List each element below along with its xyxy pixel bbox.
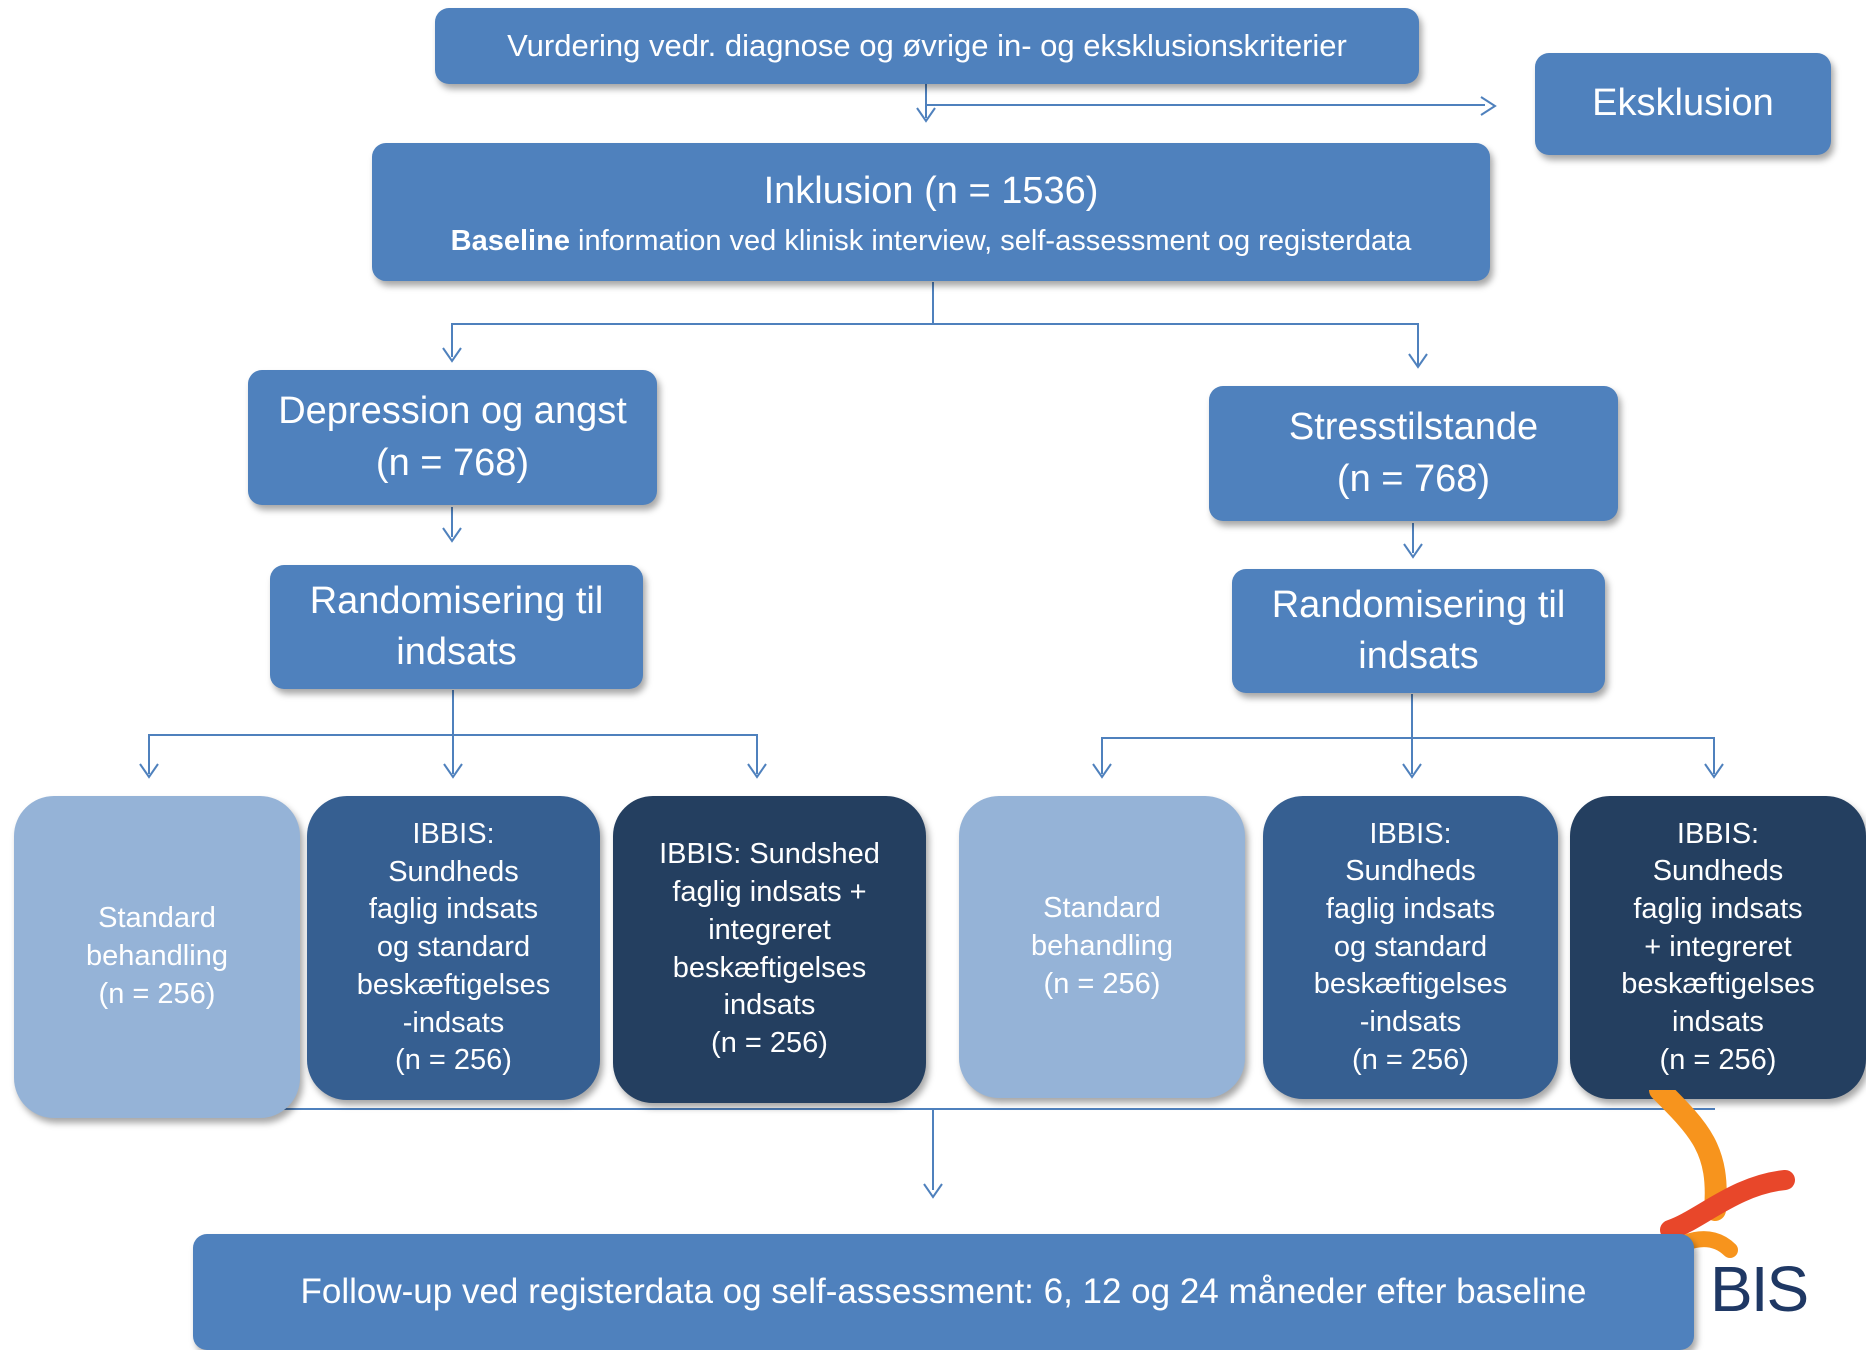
- box-line: og standard: [376, 931, 531, 964]
- randomisation-left-box: Randomisering til indsats: [270, 565, 643, 689]
- box-line: (n = 256): [1043, 967, 1161, 1000]
- box-line: (n = 256): [98, 977, 216, 1010]
- followup-box: Follow-up ved registerdata og self-asses…: [193, 1234, 1694, 1350]
- connector: [1411, 694, 1413, 774]
- box-line: IBBIS:: [412, 818, 495, 851]
- box-line: Sundheds: [1652, 855, 1784, 888]
- evaluation-box: Vurdering vedr. diagnose og øvrige in- o…: [435, 8, 1419, 84]
- box-line: Sundheds: [1345, 855, 1476, 888]
- box-line: beskæftigelses: [356, 968, 551, 1001]
- box-line: IBBIS:: [1369, 817, 1452, 850]
- box-line: IBBIS: Sundshed: [659, 838, 880, 871]
- box-line: indsats: [396, 631, 517, 673]
- followup-text: Follow-up ved registerdata og self-asses…: [300, 1272, 1587, 1311]
- arrow-right-icon: [1480, 96, 1497, 116]
- connector: [148, 734, 150, 774]
- box-line: Randomisering til: [309, 579, 604, 622]
- inclusion-subtitle-rest: information ved klinisk interview, self-…: [569, 225, 1412, 258]
- box-line: -indsats: [402, 1006, 505, 1039]
- box-line: Depression og angst: [278, 390, 627, 433]
- connector: [932, 1108, 934, 1190]
- box-line: beskæftigelses: [1313, 968, 1508, 1001]
- box-line: faglig indsats: [368, 893, 539, 926]
- arrow-down-icon: [443, 763, 463, 779]
- connector: [925, 84, 927, 118]
- arm-standard-right: Standard behandling (n = 256): [959, 796, 1245, 1098]
- arrow-down-icon: [1704, 763, 1724, 779]
- arrow-down-icon: [139, 763, 159, 779]
- box-line: Randomisering til: [1271, 583, 1566, 626]
- box-line: Stresstilstande: [1288, 406, 1539, 449]
- box-line: Sundheds: [388, 855, 519, 888]
- exclusion-box: Eksklusion: [1535, 53, 1831, 155]
- arm-ibbis-integrated-right: IBBIS: Sundheds faglig indsats + integre…: [1570, 796, 1866, 1099]
- arm-ibbis-integrated-left: IBBIS: Sundshed faglig indsats + integre…: [613, 796, 926, 1103]
- box-line: + integreret: [1644, 930, 1792, 963]
- connector: [756, 734, 758, 774]
- box-line: faglig indsats: [1325, 892, 1496, 925]
- box-line: (n = 256): [1659, 1043, 1777, 1076]
- box-line: behandling: [1031, 930, 1173, 963]
- connector: [1713, 737, 1715, 774]
- inclusion-subtitle: Baseline information ved klinisk intervi…: [451, 225, 1412, 258]
- box-line: beskæftigelses: [672, 951, 867, 984]
- box-line: indsats: [723, 989, 816, 1022]
- arrow-down-icon: [1408, 353, 1428, 369]
- randomisation-right-box: Randomisering til indsats: [1232, 569, 1605, 693]
- logo-text: BIS: [1710, 1253, 1809, 1325]
- inclusion-title: Inklusion (n = 1536): [763, 169, 1099, 212]
- arrow-down-icon: [442, 347, 462, 363]
- box-line: behandling: [86, 940, 228, 973]
- arm-standard-left: Standard behandling (n = 256): [14, 796, 300, 1118]
- connector: [451, 507, 453, 537]
- box-line: (n = 256): [711, 1026, 828, 1059]
- evaluation-text: Vurdering vedr. diagnose og øvrige in- o…: [507, 28, 1347, 63]
- box-line: (n = 768): [375, 441, 530, 484]
- connector: [451, 323, 1419, 325]
- box-line: faglig indsats +: [672, 876, 867, 909]
- connector: [1101, 737, 1103, 774]
- inclusion-box: Inklusion (n = 1536) Baseline informatio…: [372, 143, 1490, 281]
- box-line: -indsats: [1359, 1006, 1462, 1039]
- exclusion-text: Eksklusion: [1592, 82, 1774, 125]
- connector: [1412, 523, 1414, 553]
- connector: [148, 734, 758, 736]
- box-line: IBBIS:: [1676, 817, 1760, 850]
- connector: [925, 104, 1485, 106]
- box-line: (n = 256): [395, 1044, 512, 1077]
- arrow-down-icon: [747, 763, 767, 779]
- box-line: Standard: [98, 902, 216, 935]
- box-line: faglig indsats: [1633, 892, 1803, 925]
- connector: [932, 282, 934, 324]
- stress-box: Stresstilstande (n = 768): [1209, 386, 1618, 521]
- arrow-down-icon: [1402, 763, 1422, 779]
- connector: [451, 323, 453, 357]
- arrow-down-icon: [1092, 763, 1112, 779]
- box-line: (n = 256): [1352, 1043, 1469, 1076]
- box-line: integreret: [708, 913, 831, 946]
- box-line: og standard: [1333, 930, 1488, 963]
- inclusion-subtitle-bold: Baseline: [450, 225, 570, 258]
- arm-ibbis-standard-right: IBBIS: Sundheds faglig indsats og standa…: [1263, 796, 1558, 1099]
- arrow-down-icon: [442, 527, 462, 543]
- depression-box: Depression og angst (n = 768): [248, 370, 657, 505]
- box-line: indsats: [1672, 1006, 1764, 1039]
- connector: [1101, 737, 1715, 739]
- arrow-down-icon: [1403, 543, 1423, 559]
- box-line: indsats: [1358, 635, 1479, 677]
- arrow-down-icon: [923, 1183, 943, 1199]
- connector: [1417, 323, 1419, 367]
- arm-ibbis-standard-left: IBBIS: Sundheds faglig indsats og standa…: [307, 796, 600, 1100]
- box-line: beskæftigelses: [1621, 968, 1815, 1001]
- arrow-down-icon: [916, 107, 936, 123]
- connector: [452, 690, 454, 774]
- box-line: Standard: [1043, 892, 1161, 925]
- box-line: (n = 768): [1336, 457, 1491, 500]
